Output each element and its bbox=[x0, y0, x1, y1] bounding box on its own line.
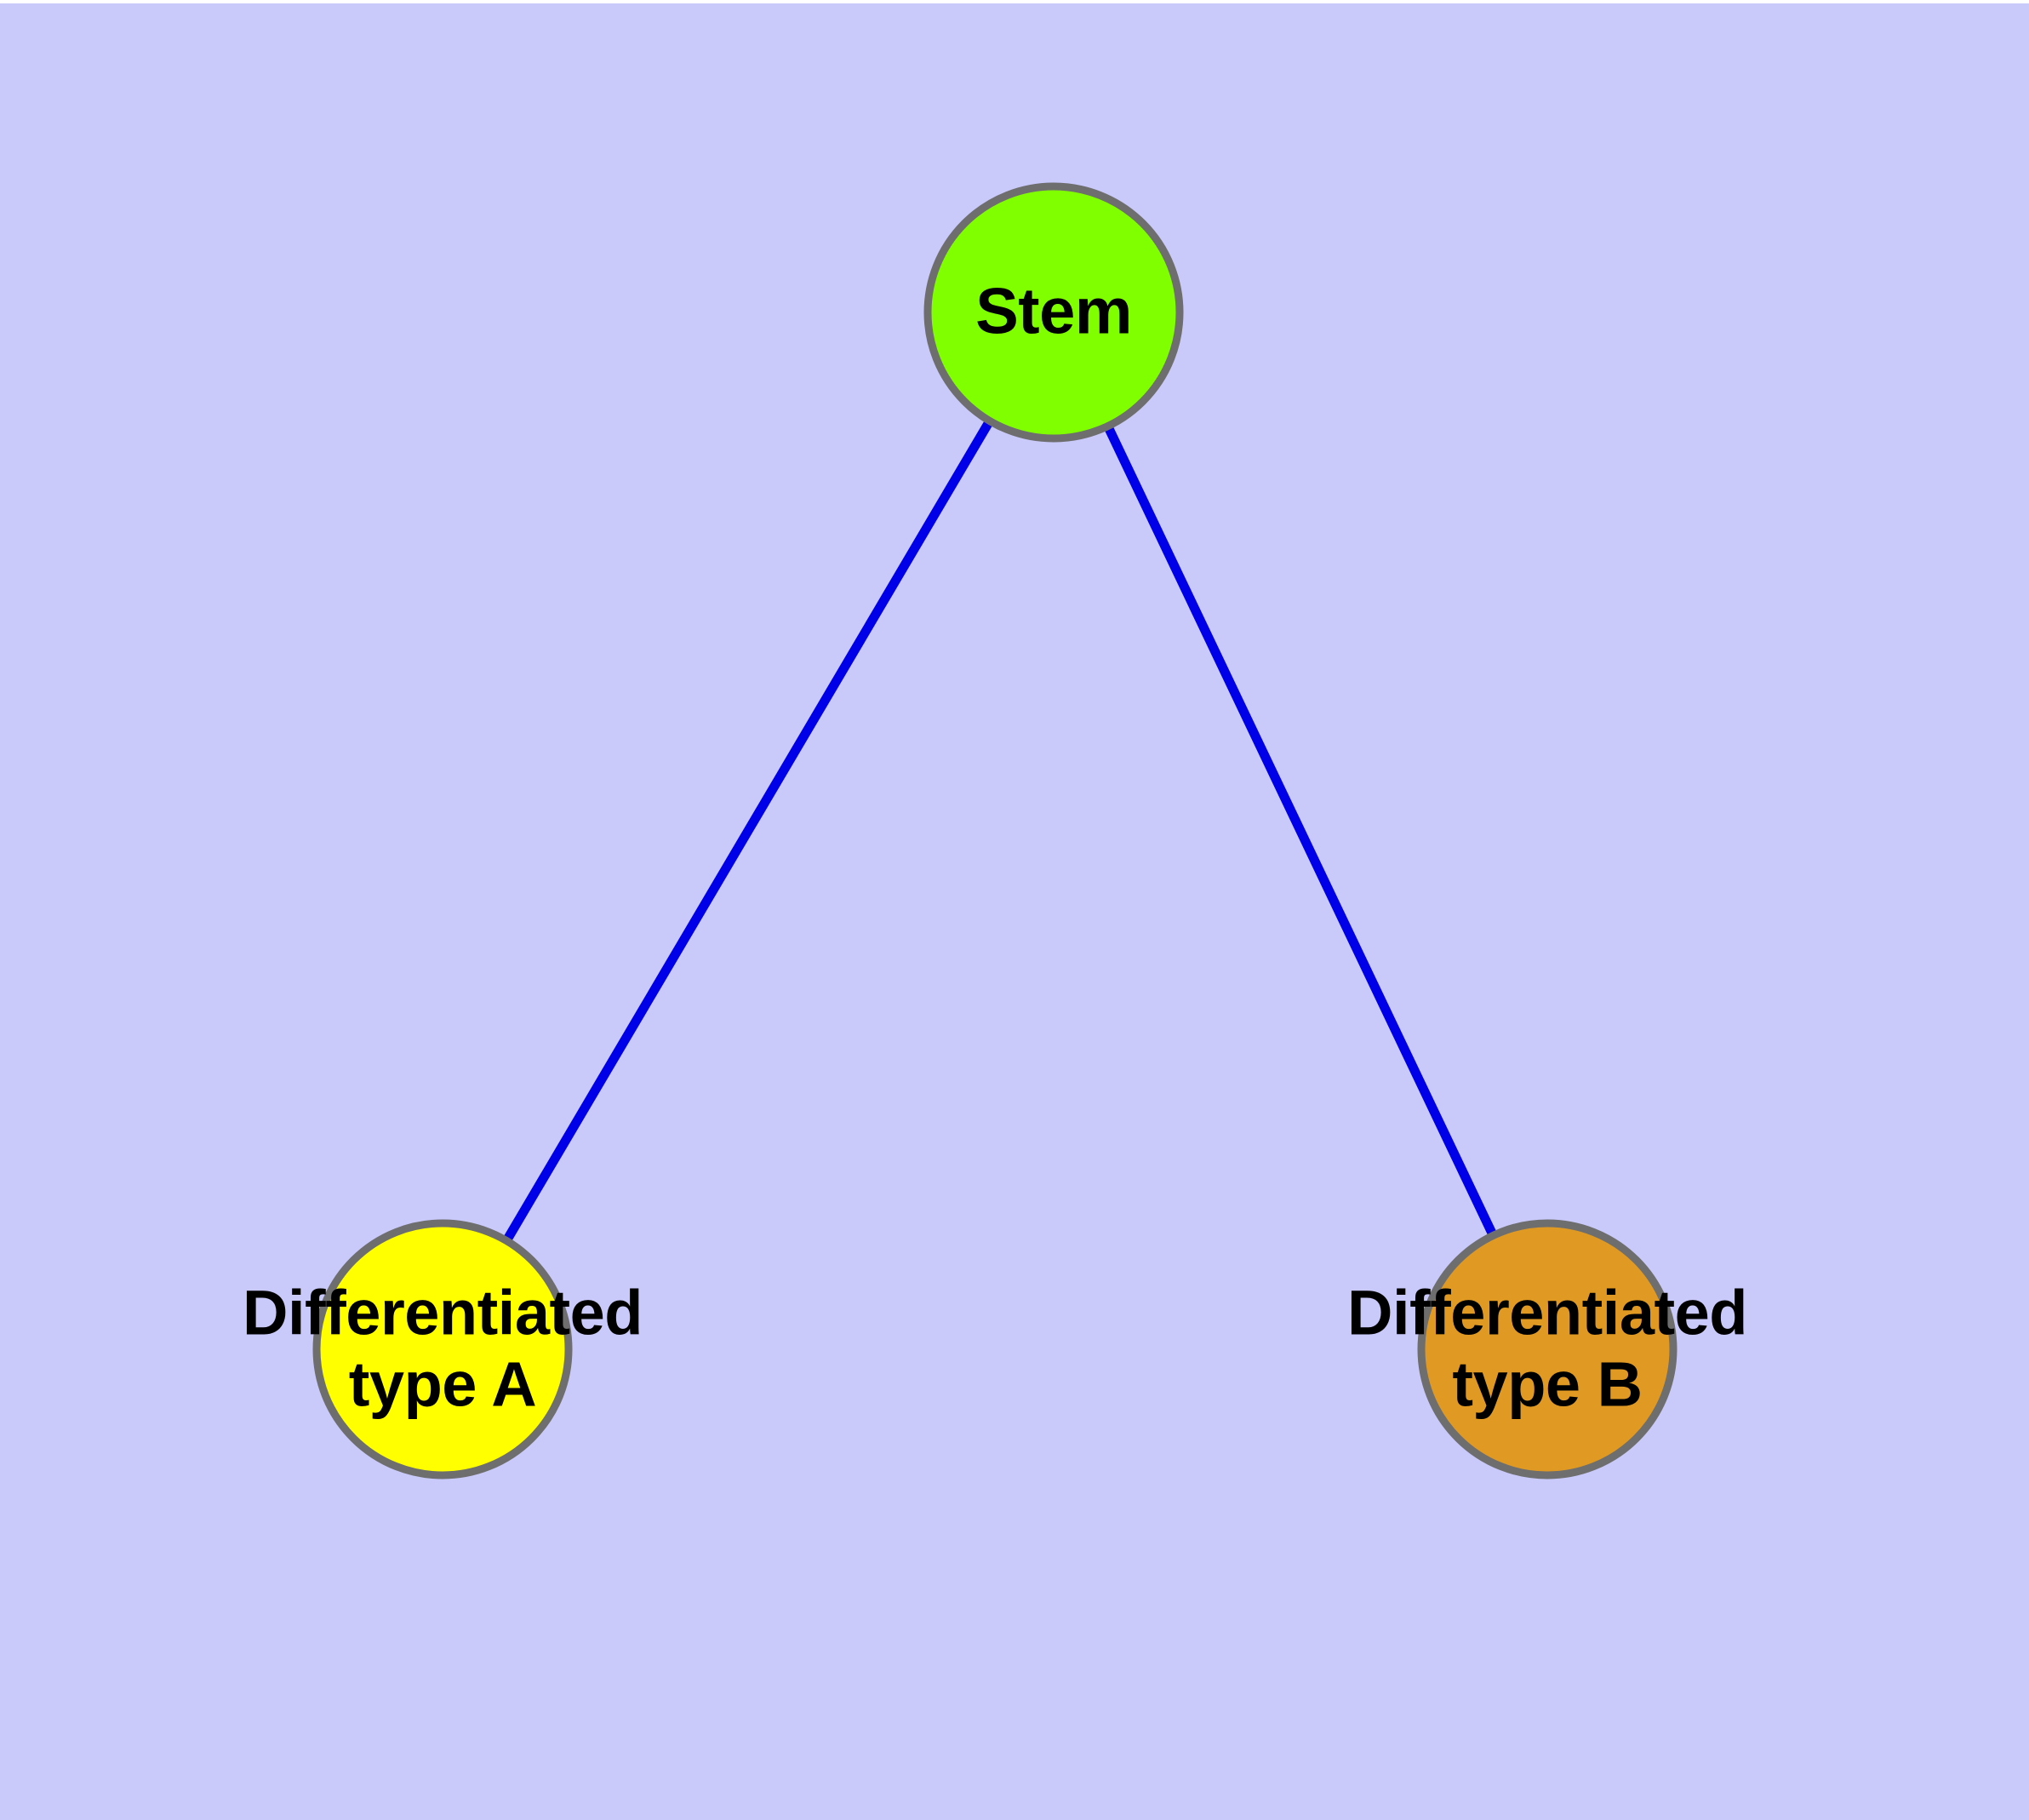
node-differentiated-type-b[interactable] bbox=[1417, 1219, 1677, 1479]
edge-stem-to-differentiated-type-a bbox=[500, 415, 996, 1246]
graph-svg bbox=[312, 182, 1677, 1479]
edge-layer bbox=[500, 415, 1500, 1246]
node-stem[interactable] bbox=[923, 182, 1184, 443]
node-differentiated-type-a[interactable] bbox=[312, 1219, 573, 1479]
node-layer bbox=[312, 182, 1677, 1479]
diagram-background: Stem Differentiated type A Differentiate… bbox=[0, 3, 2029, 1820]
edge-stem-to-differentiated-type-b bbox=[1101, 421, 1500, 1241]
